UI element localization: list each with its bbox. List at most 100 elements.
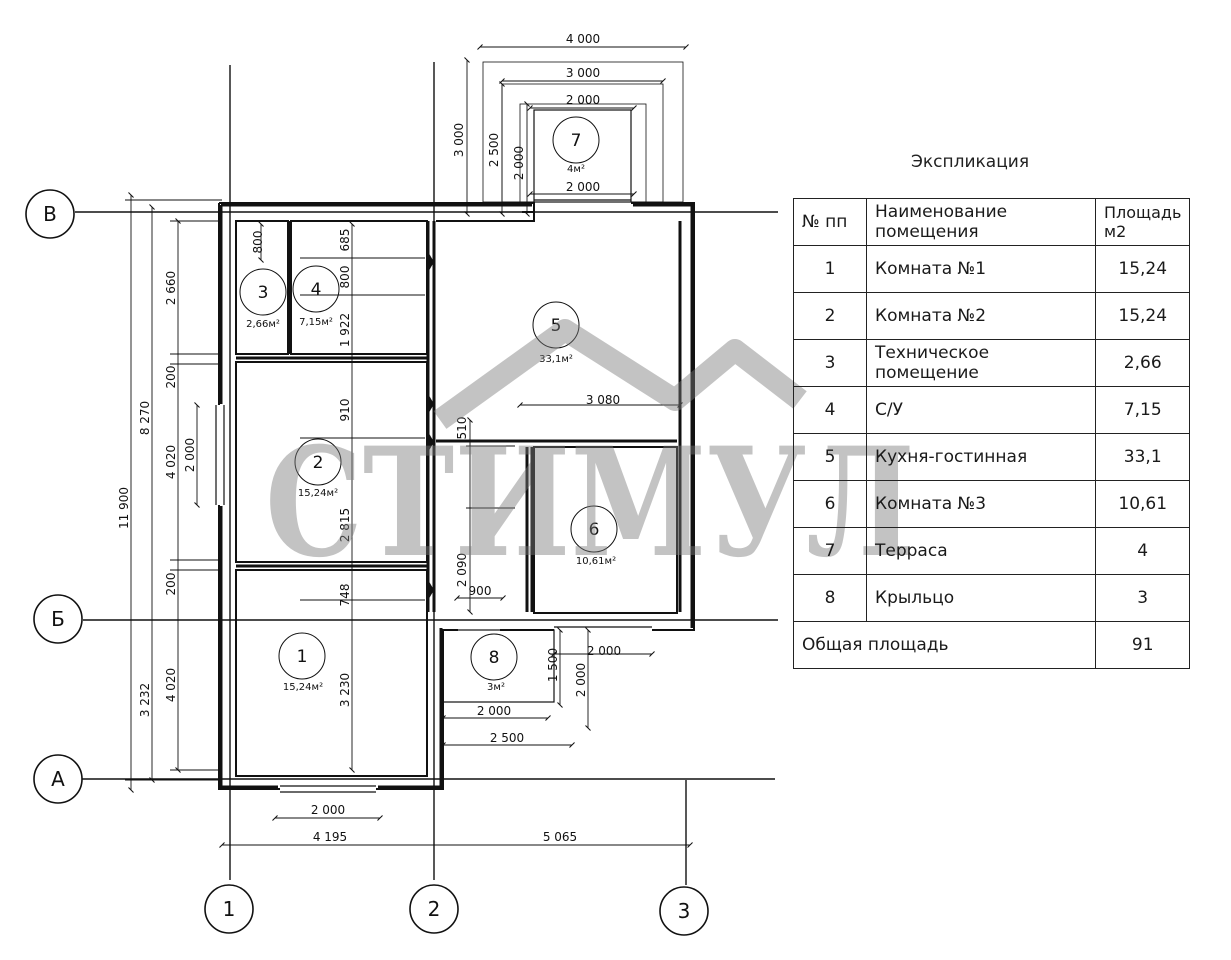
row-room-name: Терраса <box>866 527 1096 575</box>
dim-text: 800 <box>251 231 265 254</box>
dim-text: 11 900 <box>117 487 131 529</box>
porch <box>442 629 555 703</box>
room-marker-6 <box>570 505 618 553</box>
dim-text: 8 270 <box>138 401 152 435</box>
room-number: 2 <box>313 453 324 473</box>
dim-text: 2 660 <box>164 271 178 305</box>
row-number: 1 <box>793 245 867 293</box>
axis-marker-v1 <box>204 884 254 934</box>
axis-marker-hA <box>33 754 83 804</box>
room-area: 3м² <box>487 682 505 693</box>
dim-text: 3 232 <box>138 683 152 717</box>
dim-text: 2 000 <box>477 704 511 718</box>
inner-contour-room6 <box>533 446 678 614</box>
room-marker-5 <box>532 301 580 349</box>
dim-text: 2 000 <box>566 180 600 194</box>
dim-text: 2 500 <box>487 133 501 167</box>
dim-text: 3 000 <box>566 66 600 80</box>
row-area: 3 <box>1094 574 1191 622</box>
dim-text: 510 <box>455 417 469 440</box>
header-area: Площадь м2 <box>1094 198 1191 246</box>
table-total-row: Общая площадь 91 <box>793 621 1191 669</box>
header-number: № пп <box>793 198 867 246</box>
dimension-texts: 4 000 3 000 2 000 2 000 3 000 2 500 2 00… <box>117 32 621 844</box>
dim-text: 4 020 <box>164 668 178 702</box>
axis-label-hA: А <box>51 767 65 791</box>
dim-text: 2 000 <box>183 438 197 472</box>
room-area: 15,24м² <box>283 682 323 693</box>
table-header-row: № пп Наименование помещения Площадь м2 <box>793 198 1191 246</box>
row-area: 15,24 <box>1094 292 1191 340</box>
table-row: 2 Комната №2 15,24 <box>793 292 1191 340</box>
inner-contour-room5 <box>436 212 535 222</box>
axis-markers <box>25 189 709 936</box>
room-marker-4 <box>292 265 340 313</box>
dim-text: 685 <box>338 229 352 252</box>
dim-text: 4 000 <box>566 32 600 46</box>
outer-wall <box>631 202 695 631</box>
row-number: 8 <box>793 574 867 622</box>
room-area: 4м² <box>567 164 585 175</box>
door-room1 <box>427 578 434 602</box>
room-marker-8 <box>470 633 518 681</box>
room-number: 3 <box>258 283 269 303</box>
room-area: 10,61м² <box>576 556 616 567</box>
windows <box>215 199 652 793</box>
dim-text: 910 <box>338 399 352 422</box>
axis-marker-hV <box>25 189 75 239</box>
doors <box>427 250 434 602</box>
dim-text: 4 020 <box>164 445 178 479</box>
row-room-name: Техническое помещение <box>866 339 1096 387</box>
inner-contour-room1 <box>235 569 428 777</box>
explication-table: № пп Наименование помещения Площадь м2 1… <box>793 198 1191 669</box>
dimension-lines <box>125 44 693 852</box>
dim-text: 4 195 <box>313 830 347 844</box>
room-number: 4 <box>311 280 322 300</box>
room-marker-1 <box>278 632 326 680</box>
row-area: 4 <box>1094 527 1191 575</box>
axis-label-hV: В <box>43 202 57 226</box>
row-area: 7,15 <box>1094 386 1191 434</box>
table-row: 5 Кухня-гостинная 33,1 <box>793 433 1191 481</box>
room-area: 33,1м² <box>539 354 573 365</box>
dim-text: 3 080 <box>586 393 620 407</box>
row-area: 10,61 <box>1094 480 1191 528</box>
row-area: 2,66 <box>1094 339 1191 387</box>
row-room-name: Комната №2 <box>866 292 1096 340</box>
dim-text: 2 090 <box>455 553 469 587</box>
dim-text: 2 000 <box>587 644 621 658</box>
room-marker-2 <box>294 438 342 486</box>
room-number: 5 <box>551 316 562 336</box>
row-room-name: Крыльцо <box>866 574 1096 622</box>
dim-text: 2 000 <box>574 663 588 697</box>
row-number: 5 <box>793 433 867 481</box>
dim-text: 2 000 <box>311 803 345 817</box>
dim-text: 2 815 <box>338 508 352 542</box>
table-row: 4 С/У 7,15 <box>793 386 1191 434</box>
dim-text: 1 500 <box>546 648 560 682</box>
table-row: 3 Техническое помещение 2,66 <box>793 339 1191 387</box>
room-area: 7,15м² <box>299 317 333 328</box>
room-area: 2,66м² <box>246 319 280 330</box>
dim-text: 2 000 <box>566 93 600 107</box>
door-room2b <box>427 430 434 454</box>
row-number: 4 <box>793 386 867 434</box>
row-area: 15,24 <box>1094 245 1191 293</box>
axis-label-v2: 2 <box>428 897 441 921</box>
dim-text: 200 <box>164 366 178 389</box>
outer-wall <box>376 629 458 790</box>
total-value: 91 <box>1094 621 1191 669</box>
room-number: 8 <box>489 648 500 668</box>
row-number: 7 <box>793 527 867 575</box>
door-room2 <box>427 392 434 416</box>
room-markers <box>239 116 618 681</box>
axis-label-v3: 3 <box>678 899 691 923</box>
dim-text: 748 <box>338 584 352 607</box>
table-row: 7 Терраса 4 <box>793 527 1191 575</box>
table-row: 6 Комната №3 10,61 <box>793 480 1191 528</box>
row-room-name: С/У <box>866 386 1096 434</box>
dim-text: 900 <box>469 584 492 598</box>
row-number: 6 <box>793 480 867 528</box>
room-number: 6 <box>589 520 600 540</box>
dim-text: 800 <box>338 266 352 289</box>
